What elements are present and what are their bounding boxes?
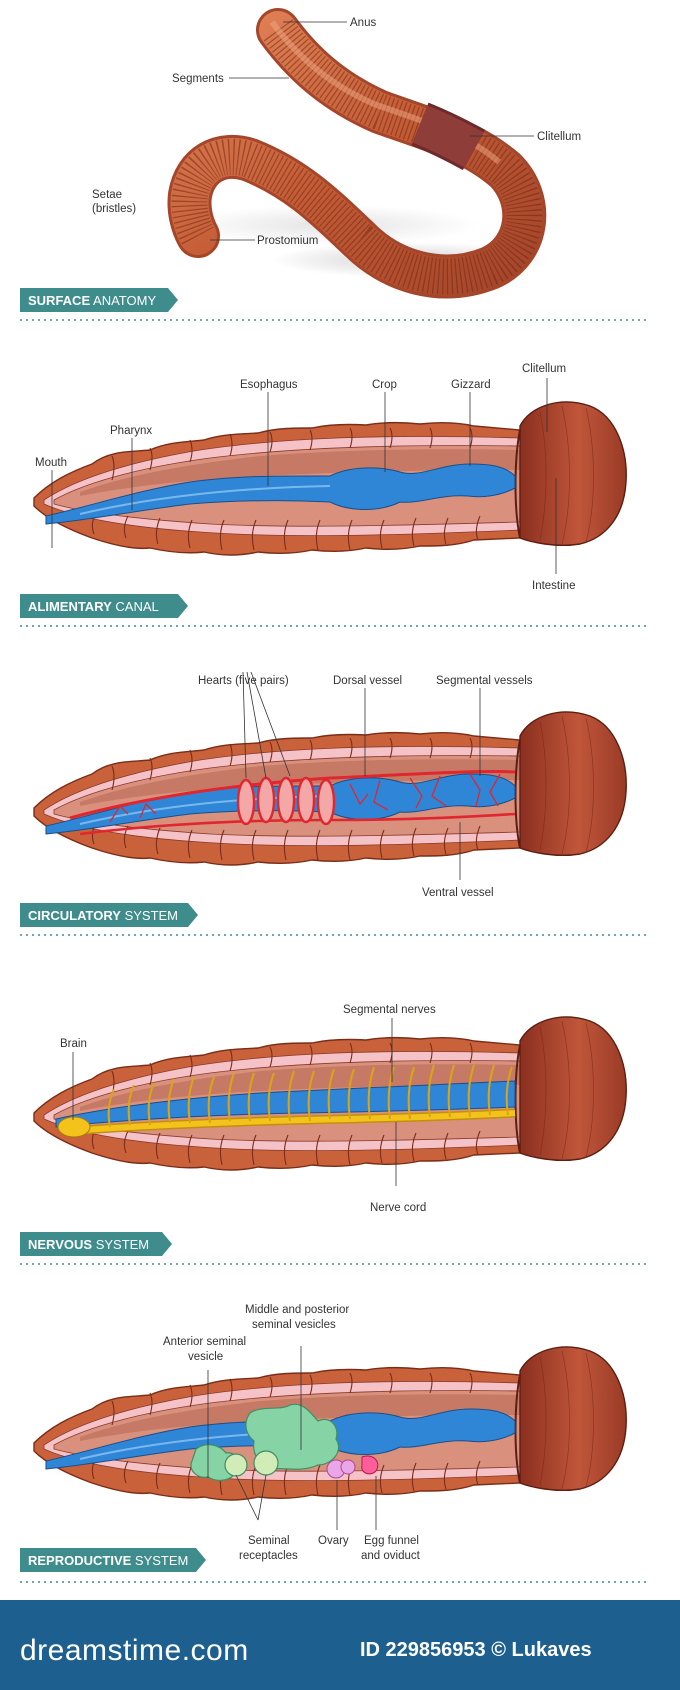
section-banner-nervous: NERVOUS SYSTEM <box>20 1232 172 1256</box>
label-brain: Brain <box>60 1038 87 1050</box>
svg-text:NERVOUS SYSTEM: NERVOUS SYSTEM <box>28 1237 149 1252</box>
svg-text:ALIMENTARY CANAL: ALIMENTARY CANAL <box>28 599 159 614</box>
label-hearts: Hearts (five pairs) <box>198 675 289 687</box>
label-egg-funnel: Egg funnel <box>364 1535 419 1547</box>
label-egg-funnel-2: and oviduct <box>361 1550 421 1562</box>
label-esophagus: Esophagus <box>240 379 298 391</box>
label-anterior-seminal: Anterior seminal <box>163 1336 246 1348</box>
svg-text:REPRODUCTIVE SYSTEM: REPRODUCTIVE SYSTEM <box>28 1553 188 1568</box>
label-segmental-vessels: Segmental vessels <box>436 675 533 687</box>
label-ovary: Ovary <box>318 1535 349 1547</box>
hearts <box>236 776 336 826</box>
section-banner-alimentary: ALIMENTARY CANAL <box>20 594 188 618</box>
label-pharynx: Pharynx <box>110 425 152 437</box>
svg-text:SURFACE ANATOMY: SURFACE ANATOMY <box>28 293 156 308</box>
circulatory-system-section: Hearts (five pairs) Dorsal vessel Segmen… <box>20 671 650 936</box>
label-nerve-cord: Nerve cord <box>370 1202 426 1214</box>
label-crop: Crop <box>372 379 397 391</box>
label-gizzard: Gizzard <box>451 379 491 391</box>
footer-bar: dreamstime.com ID 229856953 © Lukaves <box>0 1600 680 1690</box>
label-clitellum: Clitellum <box>537 131 581 143</box>
alimentary-canal-section: Mouth Pharynx Esophagus Crop Gizzard Cli… <box>20 363 650 627</box>
image-credit: ID 229856953 © Lukaves <box>360 1639 592 1661</box>
label-segmental-nerves: Segmental nerves <box>343 1004 436 1016</box>
label-anus: Anus <box>350 17 376 29</box>
section-banner-reproductive: REPRODUCTIVE SYSTEM <box>20 1548 206 1572</box>
label-middle-seminal-2: seminal vesicles <box>252 1319 336 1331</box>
svg-text:CIRCULATORY SYSTEM: CIRCULATORY SYSTEM <box>28 908 178 923</box>
label-seminal-receptacles: Seminal <box>248 1535 290 1547</box>
reproductive-system-section: Middle and posterior seminal vesicles An… <box>20 1304 650 1583</box>
label-dorsal-vessel: Dorsal vessel <box>333 675 402 687</box>
label-intestine: Intestine <box>532 580 575 592</box>
label-middle-seminal: Middle and posterior <box>245 1304 349 1316</box>
segmental-nerves <box>107 1064 513 1128</box>
section-banner-surface: SURFACE ANATOMY <box>20 288 178 312</box>
label-clitellum-section: Clitellum <box>522 363 566 375</box>
dreamstime-logo: dreamstime.com <box>20 1634 249 1667</box>
label-anterior-seminal-2: vesicle <box>188 1351 223 1363</box>
ovary-and-egg-funnel <box>326 1455 379 1479</box>
surface-anatomy-section: Anus Segments Clitellum Setae (bristles)… <box>20 8 650 321</box>
nervous-system-section: Brain Segmental nerves Nerve cord NERVOU… <box>20 1004 650 1265</box>
label-segments: Segments <box>172 73 224 85</box>
section-banner-circulatory: CIRCULATORY SYSTEM <box>20 903 198 927</box>
label-setae: Setae <box>92 189 122 201</box>
label-mouth: Mouth <box>35 457 67 469</box>
label-ventral-vessel: Ventral vessel <box>422 887 494 899</box>
label-setae-bristles: (bristles) <box>92 203 136 215</box>
label-seminal-receptacles-2: receptacles <box>239 1550 298 1562</box>
label-prostomium: Prostomium <box>257 235 318 247</box>
